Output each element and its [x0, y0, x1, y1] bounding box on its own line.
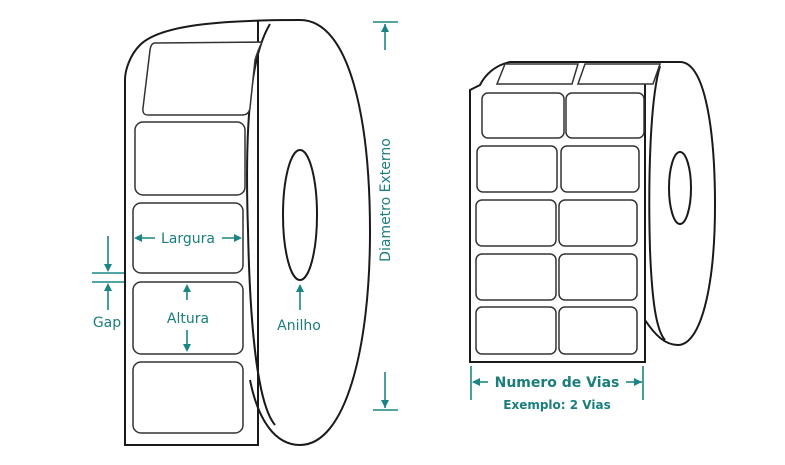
label-5: [132, 361, 244, 434]
label-r5-c1: [475, 306, 557, 355]
roll-outer-edge: [249, 19, 372, 447]
exemplo-label: Exemplo: 2 Vias: [503, 398, 610, 412]
label-strip: [124, 19, 301, 446]
core-hole: [668, 151, 692, 225]
diametro-label: Diametro Externo: [378, 138, 394, 262]
gap-label: Gap: [93, 315, 121, 331]
label-r2-c2: [560, 145, 640, 193]
label-3: [132, 202, 244, 274]
largura-label: Largura: [161, 231, 215, 247]
two-lane-roll: [469, 61, 717, 363]
altura-label: Altura: [167, 311, 209, 327]
roll-outer-edge: [644, 61, 717, 347]
vias-dimension: Numero de Vias Exemplo: 2 Vias: [470, 366, 644, 412]
label-r5-c2: [558, 306, 638, 355]
anilho-label: Anilho: [277, 318, 321, 334]
label-r1-c1: [481, 92, 565, 139]
label-r2-c1: [476, 145, 558, 193]
gap-dimension: Gap: [92, 236, 124, 331]
label-r1-c2: [565, 92, 645, 139]
core-hole: [282, 149, 318, 281]
label-r4-c1: [475, 253, 557, 301]
largura-dimension: Largura: [134, 231, 242, 247]
label-top-left: [495, 63, 580, 85]
roll-side-edge: [648, 65, 666, 341]
anilho-dimension: Anilho: [277, 284, 321, 334]
label-top-right: [576, 63, 662, 85]
single-lane-roll: [124, 19, 372, 447]
label-r3-c2: [558, 199, 638, 247]
label-4: [132, 281, 244, 355]
label-r4-c2: [558, 253, 638, 301]
numero-vias-label: Numero de Vias: [495, 375, 620, 391]
label-strip: [469, 61, 680, 363]
label-1: [142, 41, 264, 116]
diametro-dimension: Diametro Externo: [373, 21, 398, 411]
label-r3-c1: [475, 199, 557, 247]
altura-dimension: Altura: [167, 284, 209, 352]
label-2: [134, 121, 246, 196]
